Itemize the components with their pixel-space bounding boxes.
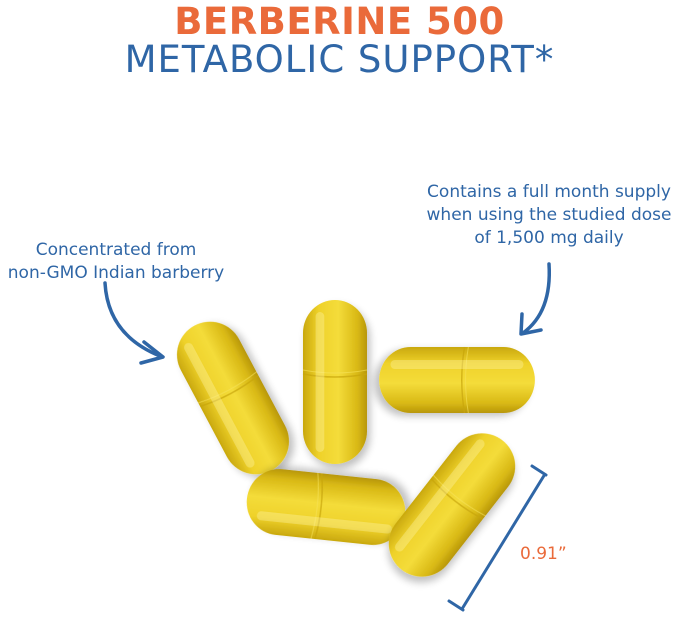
product-subtitle: METABOLIC SUPPORT* [124, 38, 555, 81]
capsule-3 [378, 346, 536, 414]
curved-arrow-icon [103, 281, 165, 365]
capsule-1 [164, 309, 302, 487]
callout-left-line-2: non-GMO Indian barberry [7, 263, 225, 283]
callout-left-line-1: Concentrated from [35, 240, 197, 260]
callout-right-line-2: when using the studied dose [426, 205, 672, 225]
callout-right-line-3: of 1,500 mg daily [474, 228, 624, 248]
capsule-2 [302, 299, 368, 465]
dimension-bracket-icon [447, 464, 548, 612]
capsule-4 [242, 465, 410, 549]
capsule-length-label: 0.91” [520, 544, 567, 564]
product-title: BERBERINE 500 [174, 0, 505, 43]
callout-left: Concentrated from non-GMO Indian barberr… [0, 239, 232, 285]
callout-right-line-1: Contains a full month supply [427, 182, 671, 202]
curved-arrow-icon [519, 262, 552, 336]
callout-right: Contains a full month supply when using … [418, 181, 679, 250]
